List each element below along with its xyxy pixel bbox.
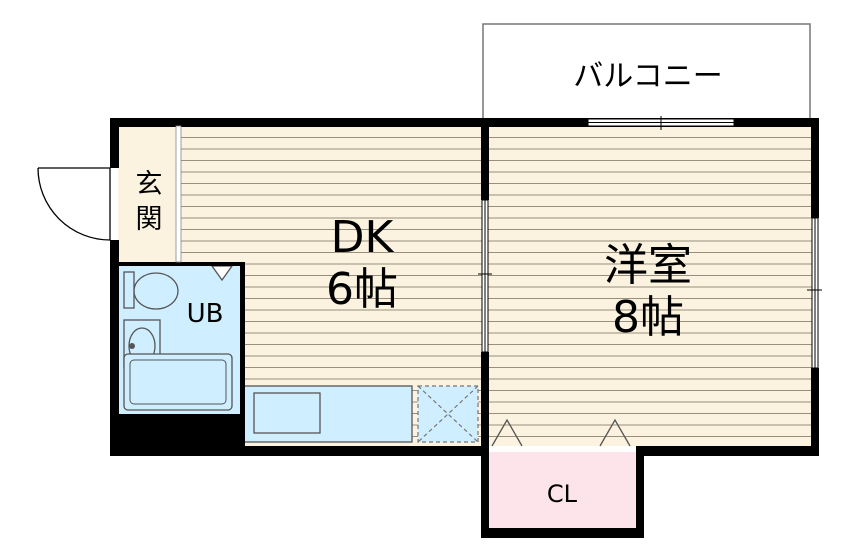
closet [488,452,636,530]
fridge-space [417,385,479,443]
entrance-floor [118,126,180,264]
closet-label: CL [547,480,578,508]
entrance-label-2: 関 [136,204,163,235]
balcony-window [587,116,735,130]
sliding-door [478,199,492,353]
entrance-door [37,167,111,241]
western-room-label: 洋室 [604,240,692,291]
faucet [129,343,135,349]
dk-size: 6帖 [326,264,398,315]
entrance-step-edge [175,125,182,263]
toilet-tank [123,271,135,309]
balcony-label: バルコニー [573,59,722,94]
closet-door-mark-2 [599,418,631,447]
western-room-floor [488,126,812,446]
bathtub-inner [129,359,227,405]
entrance-label-1: 玄 [136,169,163,200]
walls [110,118,819,538]
western-room-size: 8帖 [612,292,684,343]
east-window [807,217,822,369]
balcony [482,23,811,125]
kitchen-sink [253,392,321,434]
dk-label: DK [331,212,395,263]
toilet-bowl [133,272,179,310]
bathroom-label: UB [187,299,224,329]
closet-door-mark-1 [491,418,523,447]
